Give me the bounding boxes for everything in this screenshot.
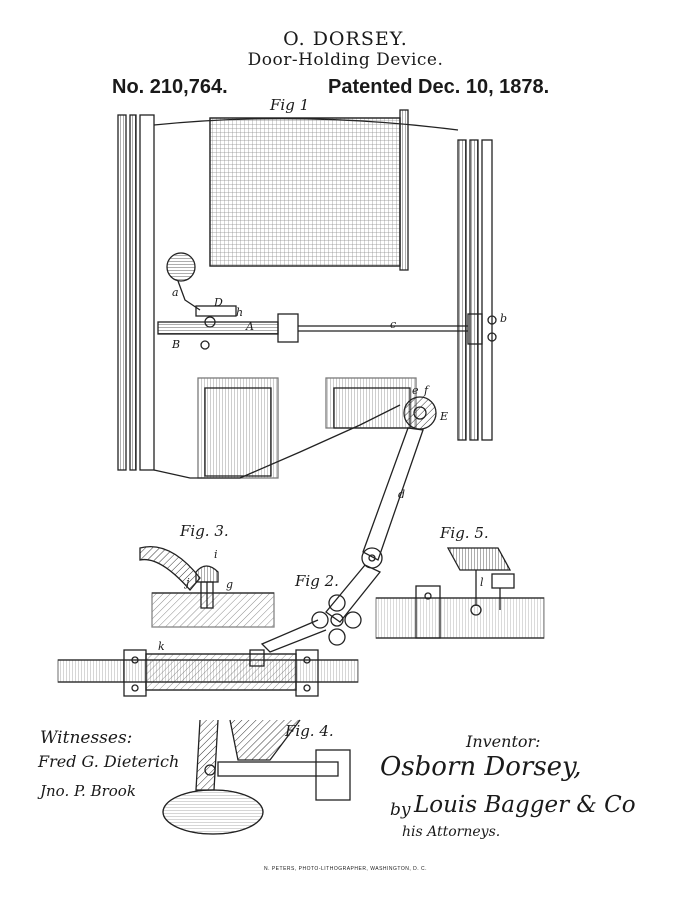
patent-date: Patented Dec. 10, 1878. xyxy=(328,76,550,98)
ref-letter-a: a xyxy=(172,286,179,299)
fig1-label: Fig 1 xyxy=(270,96,310,114)
fig5-detail xyxy=(375,547,545,639)
fig4-detail xyxy=(162,719,351,835)
fig3-detail xyxy=(139,546,275,628)
ref-letter-i: i xyxy=(214,548,218,561)
fig2-label: Fig 2. xyxy=(295,572,339,590)
inventor-label: Inventor: xyxy=(466,732,541,751)
patent-number: No. 210,764. xyxy=(112,76,228,98)
witness-signature-2: Jno. P. Brook xyxy=(40,782,136,800)
ref-letter-h: h xyxy=(236,306,244,319)
patent-title: Door-Holding Device. xyxy=(247,50,444,70)
attorney-label: his Attorneys. xyxy=(402,824,501,840)
ref-letter-f: f xyxy=(424,384,429,397)
fig3-label: Fig. 3. xyxy=(180,522,229,540)
attorney-signature: Louis Bagger & Co xyxy=(414,792,636,818)
ref-letter-l: l xyxy=(480,576,484,589)
inventor-name: O. DORSEY. xyxy=(283,28,408,50)
witness-signature-1: Fred G. Dieterich xyxy=(38,752,180,771)
ref-letter-e: e xyxy=(412,384,419,397)
printer-credit: N. PETERS, PHOTO-LITHOGRAPHER, WASHINGTO… xyxy=(263,866,428,872)
fig4-label: Fig. 4. xyxy=(285,722,334,740)
ref-letter-g: g xyxy=(226,578,234,591)
door-holding-arm xyxy=(260,427,424,653)
ref-letter-A: A xyxy=(246,320,254,333)
ref-letter-k: k xyxy=(158,640,165,653)
inventor-signature: Osborn Dorsey, xyxy=(380,752,582,782)
ref-letter-c: c xyxy=(390,318,397,331)
ref-letter-E: E xyxy=(440,410,449,423)
witnesses-label: Witnesses: xyxy=(40,728,133,748)
ref-letter-j: j xyxy=(186,576,190,589)
ref-letter-D: D xyxy=(214,296,223,309)
fig5-label: Fig. 5. xyxy=(440,524,489,542)
fig1-door-drawing xyxy=(117,109,497,479)
ref-letter-d: d xyxy=(398,488,406,501)
by-label: by xyxy=(390,800,411,820)
ref-letter-B: B xyxy=(172,338,181,351)
fig2-bolt-assembly xyxy=(57,649,359,697)
ref-letter-b: b xyxy=(500,312,508,325)
